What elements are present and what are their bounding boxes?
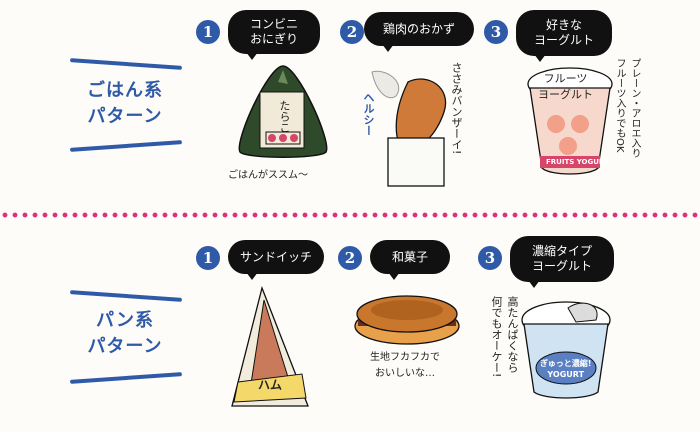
rule-bread-top (69, 290, 183, 302)
onigiri-label: たらこ (278, 100, 291, 133)
fruit-yogurt-cup-text: FRUITS YOGURT (546, 158, 609, 166)
item-bubble: サンドイッチ (228, 240, 324, 280)
item-bubble: 和菓子 (370, 240, 450, 280)
item-bubble: 鶏肉のおかず (364, 12, 474, 52)
item-number: 2 (340, 20, 364, 44)
condensed-yogurt-illustration (521, 301, 611, 399)
item-bubble: 好きな ヨーグルト (516, 10, 612, 62)
chicken-label: ヘルシー (362, 92, 375, 136)
fruit-yogurt-label: フルーツ ヨーグルト (538, 72, 593, 101)
fruit-yogurt-illustration (527, 67, 613, 175)
item-number: 2 (338, 246, 362, 270)
category-rice: ごはん系 パターン (87, 80, 163, 127)
dorayaki-caption: 生地フカフカで おいしいな… (370, 352, 440, 379)
onigiri-caption: ごはんがススム〜 (228, 170, 308, 181)
section-divider (0, 212, 700, 218)
dorayaki-illustration (354, 295, 460, 345)
chicken-illustration (371, 70, 447, 187)
item-number: 3 (478, 246, 502, 270)
rule-rice-bottom (69, 140, 183, 152)
fruit-yogurt-caption: プレーン・アロエ入り フルーツ入りでもOK (614, 58, 640, 158)
condensed-yogurt-caption: 高たんぱくなら 何でもオーケー! (490, 296, 519, 378)
rule-bread-bottom (69, 372, 183, 384)
item-bubble: 濃縮タイプ ヨーグルト (510, 236, 614, 288)
sandwich-label: ハム (258, 378, 283, 392)
sandwich-illustration (231, 285, 309, 407)
onigiri-illustration (238, 65, 328, 158)
chicken-caption: ささみバンザーイ! (450, 62, 463, 155)
condensed-yogurt-label: ぎゅっと濃縮! YOGURT (540, 359, 592, 379)
item-number: 1 (196, 246, 220, 270)
item-number: 3 (484, 20, 508, 44)
item-bubble: コンビニ おにぎり (228, 10, 320, 60)
rule-rice-top (69, 58, 183, 70)
item-number: 1 (196, 20, 220, 44)
category-bread: パン系 パターン (87, 310, 163, 357)
